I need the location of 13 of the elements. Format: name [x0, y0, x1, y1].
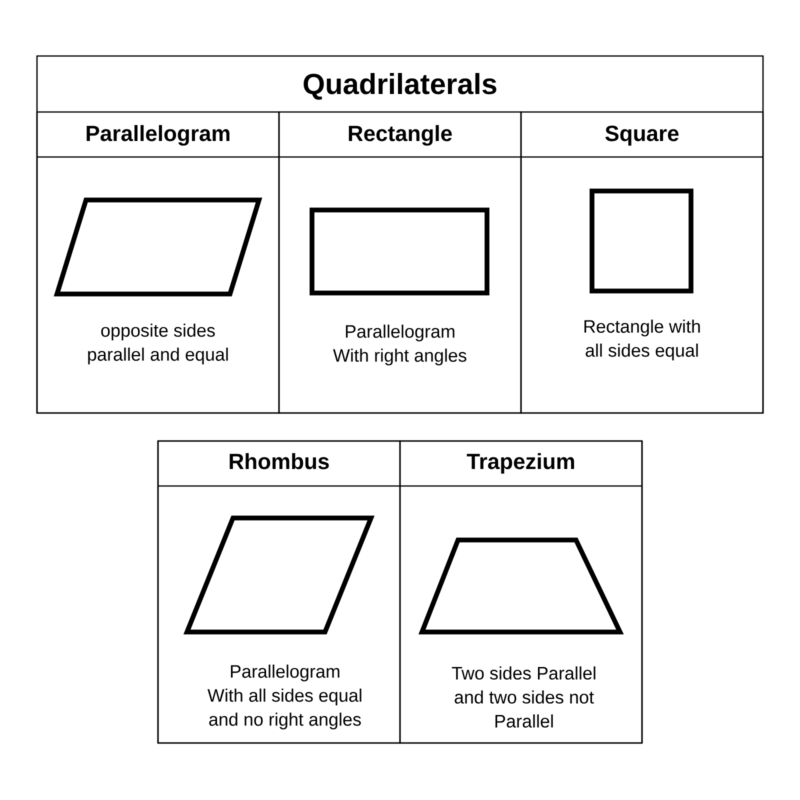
- rectangle-shape: [310, 208, 490, 296]
- description-text: Parallelogram With all sides equal and no right angles: [208, 664, 362, 730]
- table-title: Quadrilaterals: [304, 72, 496, 100]
- column-heading: Square: [605, 126, 679, 146]
- column-heading: Trapezium: [466, 453, 574, 474]
- description-text: Parallelogram With right angles: [333, 324, 466, 366]
- square-shape: [590, 188, 694, 294]
- column-heading: Rhombus: [230, 453, 329, 470]
- description-text: opposite sides parallel and equal: [88, 324, 228, 364]
- description-text: Rectangle with all sides equal: [584, 320, 700, 360]
- column-heading: Rectangle: [348, 125, 452, 146]
- description-text: Two sides Parallel and two sides not Parallel: [452, 666, 596, 728]
- column-heading: Parallelogram: [86, 125, 230, 146]
